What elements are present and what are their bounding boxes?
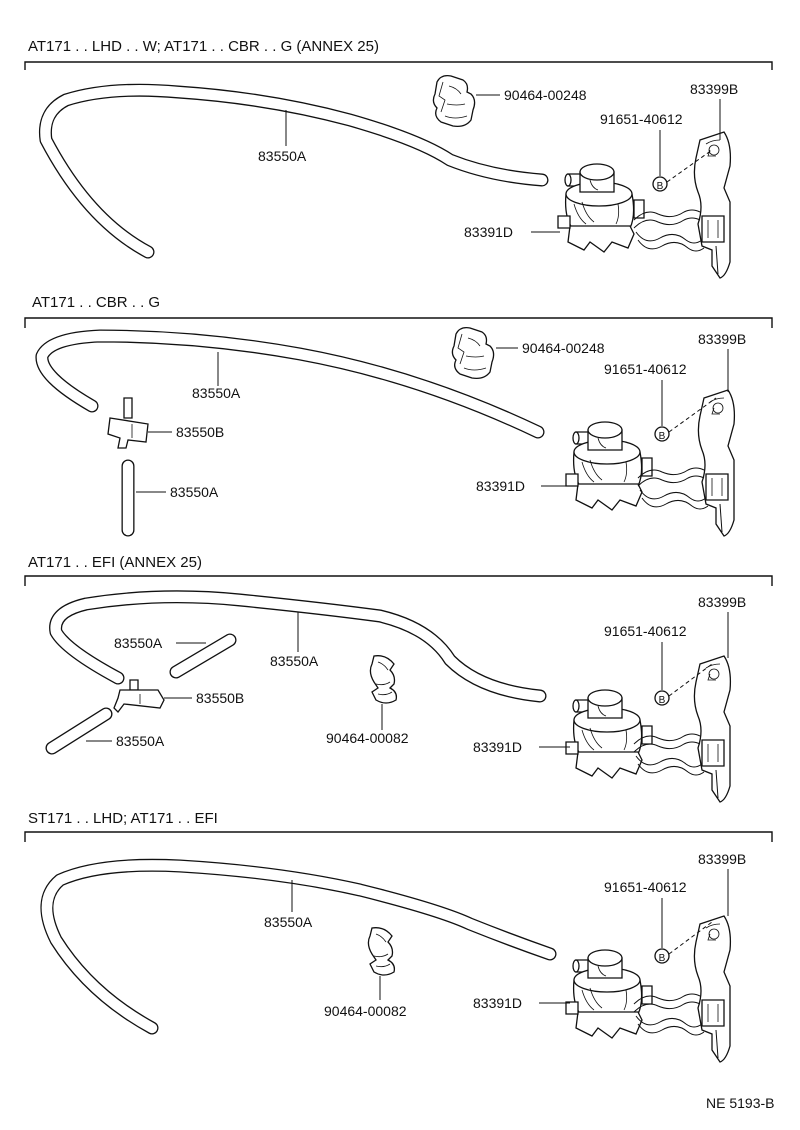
section-2-short-hose-label: 83550A <box>170 484 219 500</box>
section-3-header: AT171 . . EFI (ANNEX 25) <box>28 554 202 571</box>
section-4-hose <box>40 858 557 1035</box>
section-1-bolt-label: 91651-40612 <box>600 111 683 127</box>
section-1-bolt-letter: B <box>657 181 664 192</box>
section-2-tee-label: 83550B <box>176 424 224 440</box>
section-1-bracket <box>633 131 732 279</box>
section-4-bracket-line <box>24 831 773 842</box>
section-1: AT171 . . LHD . . W; AT171 . . CBR . . G… <box>24 38 773 279</box>
section-2-hose <box>35 329 545 439</box>
section-4-hose-label: 83550A <box>264 914 313 930</box>
section-3-lower-hose <box>45 707 113 755</box>
section-3: AT171 . . EFI (ANNEX 25) 83550A 83550A 8… <box>24 554 773 803</box>
section-1-valve-label: 83391D <box>464 224 513 240</box>
section-3-tee-label: 83550B <box>196 690 244 706</box>
section-2-valve-label: 83391D <box>476 478 525 494</box>
section-1-header: AT171 . . LHD . . W; AT171 . . CBR . . G… <box>28 38 379 55</box>
section-2-bracket-line <box>24 317 773 328</box>
section-3-lower-hose-label: 83550A <box>116 733 165 749</box>
section-3-bracket-line <box>24 575 773 586</box>
section-3-bracket-label: 83399B <box>698 594 746 610</box>
section-1-bracket-label: 83399B <box>690 81 738 97</box>
section-1-clip-label: 90464-00248 <box>504 87 587 103</box>
section-3-hose-label: 83550A <box>270 653 319 669</box>
section-1-valve <box>557 163 645 253</box>
section-4-bolt-label: 91651-40612 <box>604 879 687 895</box>
section-4-clip-label: 90464-00082 <box>324 1003 407 1019</box>
section-4-bracket-label: 83399B <box>698 851 746 867</box>
section-2-bolt-label: 91651-40612 <box>604 361 687 377</box>
section-2-clip-label: 90464-00248 <box>522 340 605 356</box>
section-1-clip <box>432 74 476 128</box>
section-4-clip <box>367 927 396 976</box>
section-1-hose <box>38 83 549 259</box>
section-1-hose-label: 83550A <box>258 148 307 164</box>
section-3-clip <box>369 655 398 704</box>
section-3-bolt-letter: B <box>659 695 666 706</box>
section-4-valve-label: 83391D <box>473 995 522 1011</box>
section-2-clip <box>451 326 495 380</box>
section-1-bracket-line <box>24 61 773 70</box>
section-3-clip-label: 90464-00082 <box>326 730 409 746</box>
section-4: ST171 . . LHD; AT171 . . EFI 83550A 9046… <box>24 810 773 1063</box>
section-3-tee <box>113 679 165 713</box>
section-3-hose <box>49 590 547 703</box>
section-2-bolt-letter: B <box>659 431 666 442</box>
section-3-bolt-label: 91651-40612 <box>604 623 687 639</box>
section-2-hose-label: 83550A <box>192 385 241 401</box>
section-2-bracket-label: 83399B <box>698 331 746 347</box>
section-2: AT171 . . CBR . . G 83550A 83550B 83550A… <box>24 294 773 537</box>
footer-code: NE 5193-B <box>706 1095 774 1111</box>
section-4-header: ST171 . . LHD; AT171 . . EFI <box>28 810 218 827</box>
section-2-header: AT171 . . CBR . . G <box>32 294 160 311</box>
section-4-bolt-letter: B <box>659 953 666 964</box>
section-2-tee <box>107 397 149 449</box>
section-2-valve <box>565 421 653 511</box>
section-3-valve-label: 83391D <box>473 739 522 755</box>
section-3-upper-hose <box>169 633 237 679</box>
section-3-upper-hose-label: 83550A <box>114 635 163 651</box>
